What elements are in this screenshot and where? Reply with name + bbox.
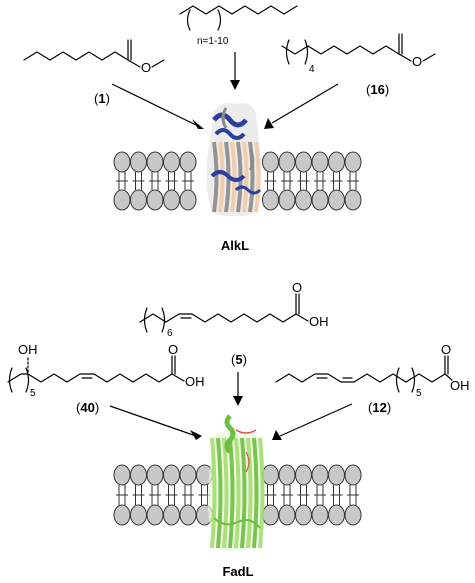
alkl-protein xyxy=(206,103,262,217)
compound-40-label: (40) xyxy=(76,400,99,415)
beta-strand xyxy=(248,141,255,213)
compound-40-top-oh: OH xyxy=(18,342,38,357)
compound-16-ester-o: O xyxy=(412,54,422,69)
alkane-substrate: n=1-10 xyxy=(179,5,298,47)
compound-40-structure: OH 5 O OH xyxy=(7,342,205,399)
beta-strand xyxy=(222,437,229,549)
lipid xyxy=(262,464,279,526)
compound-5-label: (5) xyxy=(231,352,247,367)
beta-strand xyxy=(258,437,265,549)
compound-12-structure: 5 O OH xyxy=(275,342,470,399)
compound-16-subscript: 4 xyxy=(309,64,315,75)
lipid xyxy=(113,151,131,211)
arrow-top-right xyxy=(264,83,339,129)
beta-strand xyxy=(210,437,217,549)
lipid xyxy=(311,151,329,211)
beta-strand xyxy=(230,141,237,213)
lipid xyxy=(344,464,362,526)
beta-strand xyxy=(216,437,223,549)
lipid xyxy=(328,151,345,211)
compound-12-subscript: 5 xyxy=(416,388,422,399)
fadl-title: FadL xyxy=(222,564,253,579)
arrow-bottom-left xyxy=(109,405,202,440)
lipid xyxy=(295,464,312,526)
alkane-subscript: n=1-10 xyxy=(197,36,229,47)
compound-1-label: (1) xyxy=(94,91,110,106)
beta-strand xyxy=(254,141,261,213)
compound-12-label: (12) xyxy=(368,400,391,415)
compound-1-ester-o: O xyxy=(141,60,151,75)
fadl-protein xyxy=(207,414,265,552)
compound-5-o: O xyxy=(292,280,302,295)
compound-5-subscript: 6 xyxy=(167,328,173,339)
beta-strand xyxy=(242,141,249,213)
compound-12-oh: OH xyxy=(450,378,470,393)
lipid xyxy=(278,464,296,526)
lipid xyxy=(130,464,147,526)
lipid xyxy=(328,464,345,526)
arrow-bottom-right xyxy=(272,403,353,440)
beta-strand xyxy=(234,437,241,549)
compound-40-o: O xyxy=(168,342,178,357)
lipid xyxy=(130,151,147,211)
beta-strand xyxy=(240,437,247,549)
lipid xyxy=(146,151,164,211)
alkl-title: AlkL xyxy=(221,238,249,253)
lipid xyxy=(179,151,197,211)
lipid xyxy=(179,464,197,526)
compound-1-structure: O xyxy=(23,39,165,75)
membrane-top xyxy=(113,151,362,211)
lipid xyxy=(295,151,312,211)
compound-40-oh: OH xyxy=(185,374,205,389)
beta-strand xyxy=(246,437,253,549)
compound-12-o: O xyxy=(441,342,451,357)
compound-16-structure: 4 O xyxy=(281,33,436,75)
lipid xyxy=(113,464,131,526)
compound-5-oh: OH xyxy=(309,314,329,329)
arrow-top-center xyxy=(230,52,240,90)
beta-strand xyxy=(252,437,259,549)
arrow-bottom-center xyxy=(233,372,243,406)
lipid xyxy=(163,151,180,211)
beta-strand xyxy=(218,141,225,213)
compound-40-subscript: 5 xyxy=(30,388,36,399)
compound-5-structure: 6 O OH xyxy=(139,280,329,339)
lipid xyxy=(163,464,180,526)
lipid xyxy=(262,151,279,211)
lipid xyxy=(311,464,329,526)
lipid xyxy=(344,151,362,211)
arrow-top-left xyxy=(111,83,204,129)
lipid xyxy=(146,464,164,526)
compound-16-label: (16) xyxy=(366,82,389,97)
beta-strand xyxy=(212,141,219,213)
lipid xyxy=(278,151,296,211)
